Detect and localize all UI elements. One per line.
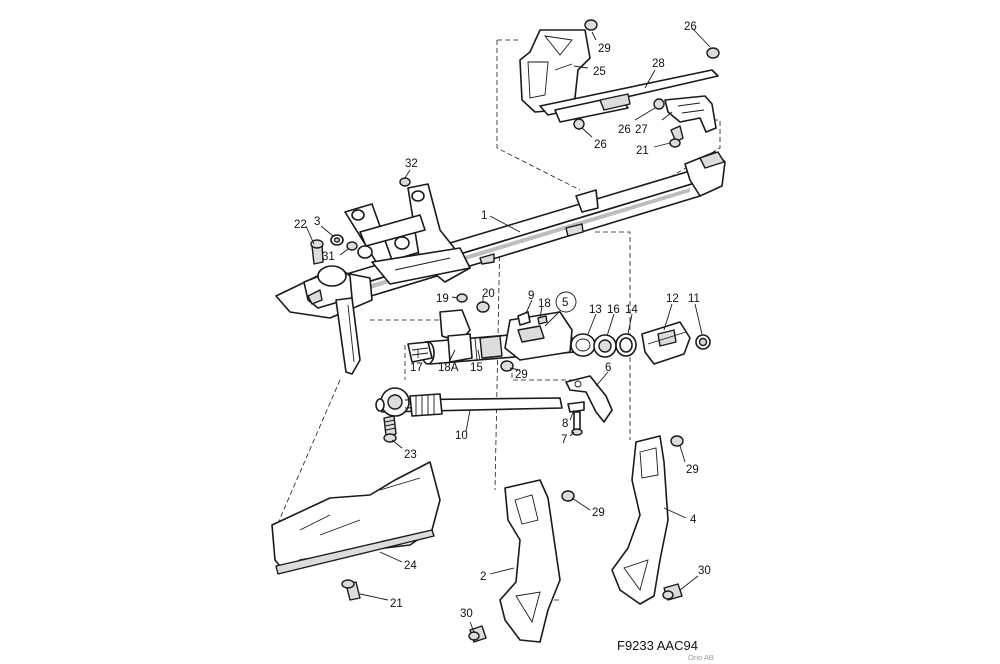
credit-text: Orio AB [688, 653, 714, 662]
leader-lines [305, 27, 711, 633]
nut-26-mid [653, 98, 665, 110]
steering-column-group [375, 293, 711, 443]
callout-2: 2 [480, 571, 486, 583]
callout-12: 12 [666, 293, 679, 305]
callout-30: 30 [460, 608, 473, 620]
callout-26: 26 [594, 139, 607, 151]
callout-17: 17 [410, 362, 423, 374]
washer-19 [456, 293, 468, 303]
callout-9: 9 [528, 290, 534, 302]
callout-31: 31 [322, 251, 335, 263]
nut-29-mid [500, 360, 514, 372]
callout-circle-5 [555, 291, 577, 313]
callout-14: 14 [625, 304, 638, 316]
callout-25: 25 [593, 66, 606, 78]
callout-20: 20 [482, 288, 495, 300]
bolt-8 [567, 401, 585, 413]
callout-1: 1 [481, 210, 487, 222]
nut-29-right [670, 435, 684, 447]
nut-29 [584, 19, 598, 31]
callout-8: 8 [562, 418, 568, 430]
callout-27: 27 [635, 124, 648, 136]
bracket-27 [664, 95, 717, 133]
nut-26-top [706, 47, 720, 59]
bolt-21-top [670, 125, 684, 143]
callout-3: 3 [314, 216, 320, 228]
callout-labels: 29 26 25 28 26 27 26 21 32 1 22 3 31 9 1… [294, 21, 711, 620]
bracket-2 [468, 479, 575, 643]
callout-11: 11 [688, 293, 700, 305]
callout-5: 5 [562, 297, 568, 309]
callout-29: 29 [598, 43, 611, 55]
nut-32 [399, 177, 411, 187]
callout-29: 29 [515, 369, 528, 381]
nut-31 [346, 241, 358, 251]
callout-28: 28 [652, 58, 665, 70]
callout-16: 16 [607, 304, 620, 316]
bolt-20 [476, 301, 490, 313]
callout-21: 21 [636, 145, 649, 157]
callout-7: 7 [561, 434, 567, 446]
callout-21: 21 [390, 598, 403, 610]
callout-18: 18 [538, 298, 551, 310]
bolt-23 [383, 415, 397, 437]
callout-29: 29 [592, 507, 605, 519]
callout-18a: 18A [438, 362, 459, 374]
callout-26: 26 [618, 124, 631, 136]
switch-17 [407, 341, 433, 363]
callout-15: 15 [470, 362, 483, 374]
callout-6: 6 [605, 362, 611, 374]
callout-13: 13 [589, 304, 602, 316]
figure-code: F9233 AAC94 [617, 638, 698, 653]
nut-29-lower [561, 490, 575, 502]
callout-22: 22 [294, 219, 307, 231]
cross-member-1 [275, 151, 726, 375]
lower-cover-24 [271, 461, 441, 601]
nut-26-low [573, 118, 585, 130]
callout-26: 26 [684, 21, 697, 33]
upper-bracket-assembly [519, 19, 720, 148]
callout-23: 23 [404, 449, 417, 461]
ring-13 [570, 333, 596, 357]
bracket-4 [611, 435, 684, 605]
callout-24: 24 [404, 560, 417, 572]
callout-10: 10 [455, 430, 468, 442]
callout-32: 32 [405, 158, 418, 170]
left-fasteners [310, 177, 411, 265]
callout-29: 29 [686, 464, 699, 476]
callout-19: 19 [436, 293, 449, 305]
bracket-6 [565, 375, 613, 423]
callout-30: 30 [698, 565, 711, 577]
callout-4: 4 [690, 514, 697, 526]
